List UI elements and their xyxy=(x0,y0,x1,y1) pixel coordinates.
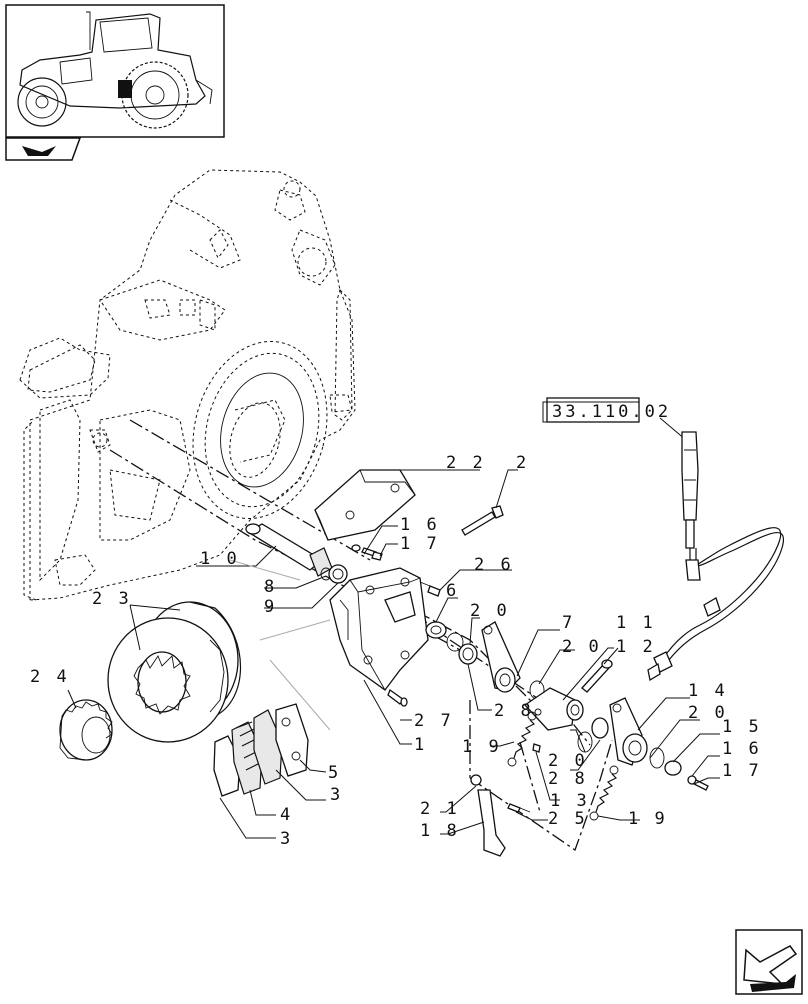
page-flip-icon[interactable] xyxy=(5,137,82,161)
transmission-housing xyxy=(19,169,356,601)
callout-8: 8 xyxy=(264,577,277,597)
callout-6: 6 xyxy=(446,581,459,601)
part-27-screw xyxy=(387,688,408,707)
part-1-brake-housing xyxy=(329,567,429,691)
callout-10: 1 0 xyxy=(200,549,240,569)
part-24-gear xyxy=(59,699,113,761)
next-page-arrow-icon[interactable] xyxy=(735,929,803,995)
callout-20-b: 2 0 xyxy=(562,637,602,657)
part-3-4-5-brake-pads xyxy=(213,703,309,797)
part-18-21-25-bracket xyxy=(470,774,531,857)
callout-27: 2 7 xyxy=(414,711,454,731)
part-19-springs xyxy=(507,711,619,821)
part-26-bolt xyxy=(419,581,441,597)
part-15-16-17-hardware xyxy=(664,760,709,791)
reference-label: 33.110.02 xyxy=(552,402,671,422)
part-13-pin xyxy=(532,743,541,753)
callout-14: 1 4 xyxy=(688,681,728,701)
part-23-brake-drum xyxy=(107,601,242,743)
callout-12: 1 2 xyxy=(616,637,656,657)
callout-3-b: 3 xyxy=(280,829,293,849)
callout-23: 2 3 xyxy=(92,589,132,609)
callout-20-a: 2 0 xyxy=(470,601,510,621)
callout-24: 2 4 xyxy=(30,667,70,687)
callout-1: 1 xyxy=(414,735,427,755)
part-2-bolt xyxy=(461,505,504,536)
callout-11: 1 1 xyxy=(616,613,656,633)
callout-18: 1 8 xyxy=(420,821,460,841)
callout-28-b: 2 8 xyxy=(548,769,588,789)
part-12-pin xyxy=(581,659,613,693)
callout-2: 2 xyxy=(516,453,529,473)
part-22-bracket xyxy=(314,469,416,541)
callout-28-a: 2 8 xyxy=(494,701,534,721)
callout-20-c: 2 0 xyxy=(688,703,728,723)
callout-22: 2 2 xyxy=(446,453,486,473)
callout-19-b: 1 9 xyxy=(628,809,668,829)
callout-15: 1 5 xyxy=(722,717,762,737)
callout-17: 1 7 xyxy=(400,534,440,554)
callout-21: 2 1 xyxy=(420,799,460,819)
part-14-arm xyxy=(609,697,648,766)
callout-labels: 2 2 2 1 6 1 7 1 0 2 6 8 6 9 2 0 2 3 7 1 … xyxy=(30,453,762,849)
callout-7: 7 xyxy=(562,613,575,633)
leader-lines xyxy=(67,469,720,839)
callout-16: 1 6 xyxy=(400,515,440,535)
reference-box-33-110-02[interactable]: 33.110.02 xyxy=(542,397,671,423)
callout-5: 5 xyxy=(328,763,341,783)
brake-cable-assembly xyxy=(647,417,785,682)
part-11-cam xyxy=(524,687,584,731)
part-8-9-rings xyxy=(320,564,348,584)
callout-25: 2 5 xyxy=(548,809,588,829)
callout-3-a: 3 xyxy=(330,785,343,805)
callout-9: 9 xyxy=(264,597,277,617)
callout-4: 4 xyxy=(280,805,293,825)
tractor-thumbnail-icon[interactable] xyxy=(5,4,225,138)
part-6-seal xyxy=(425,621,447,639)
part-16-17-bolt-washer xyxy=(351,544,383,561)
callout-26: 2 6 xyxy=(474,555,514,575)
callout-19-a: 1 9 xyxy=(462,737,502,757)
callout-13: 1 3 xyxy=(550,791,590,811)
callout-16-b: 1 6 xyxy=(722,739,762,759)
callout-20-d: 2 0 xyxy=(548,751,588,771)
part-20-rings xyxy=(446,632,665,769)
callout-17-b: 1 7 xyxy=(722,761,762,781)
part-7-lever xyxy=(481,621,521,693)
part-10-shaft xyxy=(245,523,333,577)
